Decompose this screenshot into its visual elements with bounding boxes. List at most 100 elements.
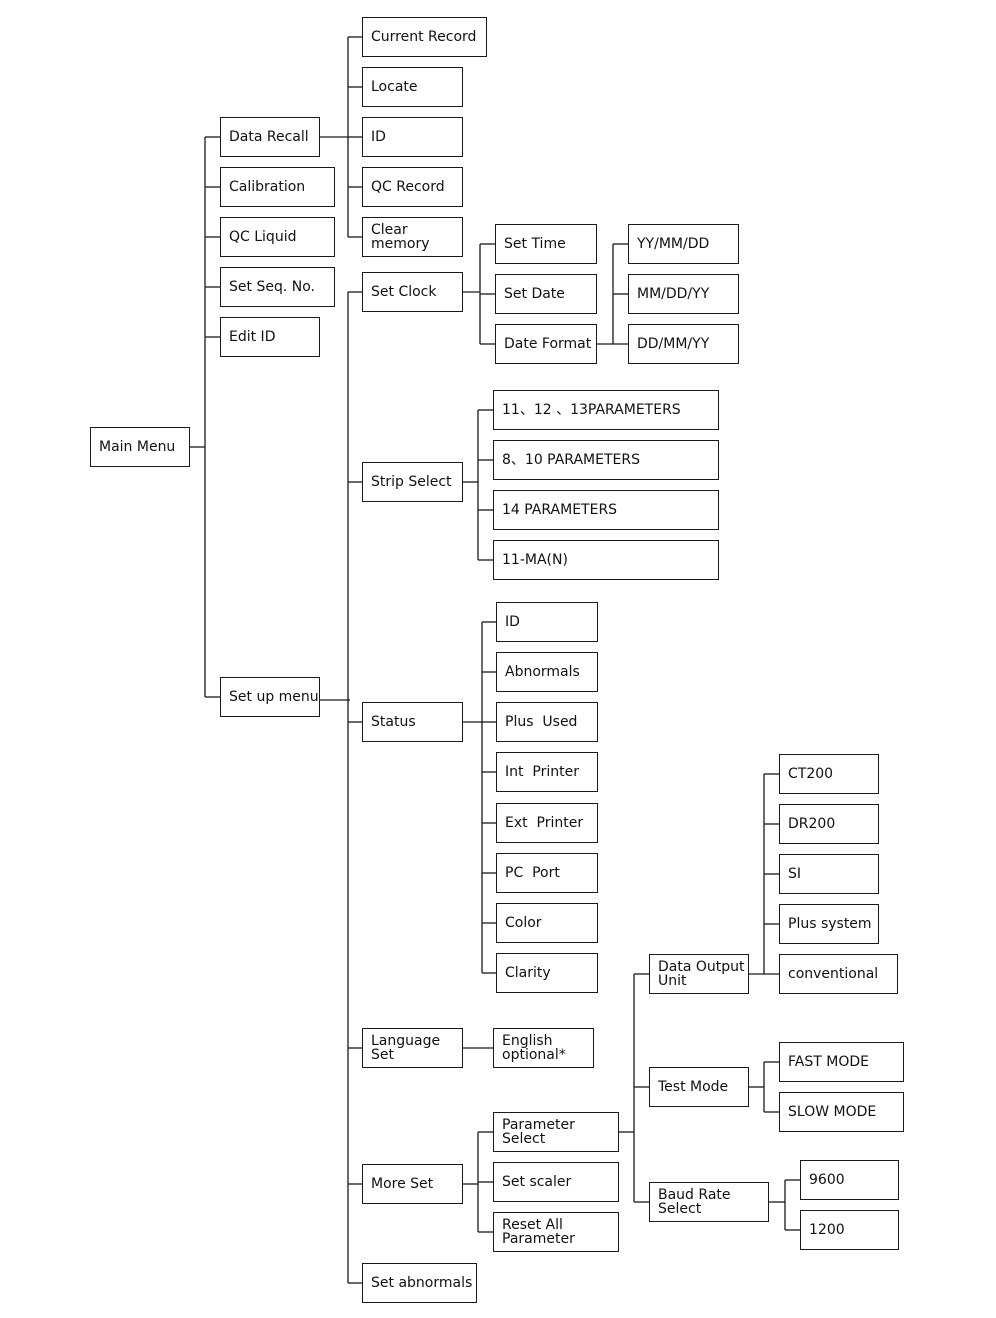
format-mmddyy-label: MM/DD/YY (637, 286, 710, 302)
qc-liquid-label: QC Liquid (229, 229, 297, 245)
language-set-box[interactable]: Language Set (362, 1028, 463, 1068)
int-printer-box[interactable]: Int Printer (496, 752, 598, 792)
main-menu-label: Main Menu (99, 439, 176, 455)
reset-all-parameter-label: Reset All Parameter (502, 1217, 575, 1247)
pc-port-label: PC Port (505, 865, 560, 881)
calibration-label: Calibration (229, 179, 306, 195)
date-format-label: Date Format (504, 336, 592, 352)
set-time-label: Set Time (504, 236, 566, 252)
data-output-unit-label: Data Output Unit (658, 959, 745, 989)
format-ddmmyy-label: DD/MM/YY (637, 336, 710, 352)
plus-system-label: Plus system (788, 916, 872, 932)
recall-id-box[interactable]: ID (362, 117, 463, 157)
set-seq-no-box[interactable]: Set Seq. No. (220, 267, 335, 307)
abnormals-label: Abnormals (505, 664, 580, 680)
set-abnormals-box[interactable]: Set abnormals (362, 1263, 477, 1303)
format-ddmmyy-box[interactable]: DD/MM/YY (628, 324, 739, 364)
conventional-label: conventional (788, 966, 879, 982)
set-date-box[interactable]: Set Date (495, 274, 597, 314)
parameter-select-label: Parameter Select (502, 1117, 575, 1147)
recall-id-label: ID (371, 129, 386, 145)
baud-rate-select-label: Baud Rate Select (658, 1187, 731, 1217)
format-yymmdd-label: YY/MM/DD (637, 236, 710, 252)
dr200-box[interactable]: DR200 (779, 804, 879, 844)
data-recall-label: Data Recall (229, 129, 309, 145)
abnormals-box[interactable]: Abnormals (496, 652, 598, 692)
si-box[interactable]: SI (779, 854, 879, 894)
clarity-label: Clarity (505, 965, 551, 981)
slow-mode-label: SLOW MODE (788, 1104, 877, 1120)
strip-14-box[interactable]: 14 PARAMETERS (493, 490, 719, 530)
plus-used-label: Plus Used (505, 714, 578, 730)
set-scaler-box[interactable]: Set scaler (493, 1162, 619, 1202)
strip-11-12-13-box[interactable]: 11、12 、13PARAMETERS (493, 390, 719, 430)
plus-system-box[interactable]: Plus system (779, 904, 879, 944)
fast-mode-label: FAST MODE (788, 1054, 869, 1070)
int-printer-label: Int Printer (505, 764, 579, 780)
locate-label: Locate (371, 79, 418, 95)
strip-8-10-label: 8、10 PARAMETERS (502, 452, 640, 468)
plus-used-box[interactable]: Plus Used (496, 702, 598, 742)
qc-record-label: QC Record (371, 179, 445, 195)
strip-11ma-label: 11-MA(N) (502, 552, 568, 568)
strip-select-box[interactable]: Strip Select (362, 462, 463, 502)
color-box[interactable]: Color (496, 903, 598, 943)
slow-mode-box[interactable]: SLOW MODE (779, 1092, 904, 1132)
status-label: Status (371, 714, 416, 730)
baud-9600-label: 9600 (809, 1172, 845, 1188)
strip-11ma-box[interactable]: 11-MA(N) (493, 540, 719, 580)
edit-id-box[interactable]: Edit ID (220, 317, 320, 357)
english-optional-label: English optional* (502, 1033, 566, 1063)
status-box[interactable]: Status (362, 702, 463, 742)
set-seq-no-label: Set Seq. No. (229, 279, 315, 295)
main-menu-box[interactable]: Main Menu (90, 427, 190, 467)
language-set-label: Language Set (371, 1033, 441, 1063)
set-scaler-label: Set scaler (502, 1174, 572, 1190)
pc-port-box[interactable]: PC Port (496, 853, 598, 893)
clarity-box[interactable]: Clarity (496, 953, 598, 993)
set-up-menu-box[interactable]: Set up menu (220, 677, 320, 717)
more-set-box[interactable]: More Set (362, 1164, 463, 1204)
conventional-box[interactable]: conventional (779, 954, 898, 994)
locate-box[interactable]: Locate (362, 67, 463, 107)
set-clock-box[interactable]: Set Clock (362, 272, 463, 312)
edit-id-label: Edit ID (229, 329, 276, 345)
fast-mode-box[interactable]: FAST MODE (779, 1042, 904, 1082)
data-output-unit-box[interactable]: Data Output Unit (649, 954, 749, 994)
status-id-box[interactable]: ID (496, 602, 598, 642)
baud-1200-label: 1200 (809, 1222, 845, 1238)
set-time-box[interactable]: Set Time (495, 224, 597, 264)
qc-record-box[interactable]: QC Record (362, 167, 463, 207)
strip-8-10-box[interactable]: 8、10 PARAMETERS (493, 440, 719, 480)
baud-9600-box[interactable]: 9600 (800, 1160, 899, 1200)
qc-liquid-box[interactable]: QC Liquid (220, 217, 335, 257)
clear-memory-label: Clear memory (371, 222, 430, 252)
dr200-label: DR200 (788, 816, 836, 832)
baud-1200-box[interactable]: 1200 (800, 1210, 899, 1250)
ext-printer-box[interactable]: Ext Printer (496, 803, 598, 843)
format-mmddyy-box[interactable]: MM/DD/YY (628, 274, 739, 314)
english-optional-box[interactable]: English optional* (493, 1028, 594, 1068)
baud-rate-select-box[interactable]: Baud Rate Select (649, 1182, 769, 1222)
format-yymmdd-box[interactable]: YY/MM/DD (628, 224, 739, 264)
current-record-box[interactable]: Current Record (362, 17, 487, 57)
status-id-label: ID (505, 614, 520, 630)
set-date-label: Set Date (504, 286, 565, 302)
reset-all-parameter-box[interactable]: Reset All Parameter (493, 1212, 619, 1252)
color-label: Color (505, 915, 542, 931)
set-abnormals-label: Set abnormals (371, 1275, 473, 1291)
set-up-menu-label: Set up menu (229, 689, 319, 705)
ct200-box[interactable]: CT200 (779, 754, 879, 794)
test-mode-box[interactable]: Test Mode (649, 1067, 749, 1107)
strip-14-label: 14 PARAMETERS (502, 502, 618, 518)
strip-11-12-13-label: 11、12 、13PARAMETERS (502, 402, 681, 418)
data-recall-box[interactable]: Data Recall (220, 117, 320, 157)
calibration-box[interactable]: Calibration (220, 167, 335, 207)
strip-select-label: Strip Select (371, 474, 452, 490)
clear-memory-box[interactable]: Clear memory (362, 217, 463, 257)
date-format-box[interactable]: Date Format (495, 324, 597, 364)
more-set-label: More Set (371, 1176, 434, 1192)
parameter-select-box[interactable]: Parameter Select (493, 1112, 619, 1152)
ext-printer-label: Ext Printer (505, 815, 584, 831)
